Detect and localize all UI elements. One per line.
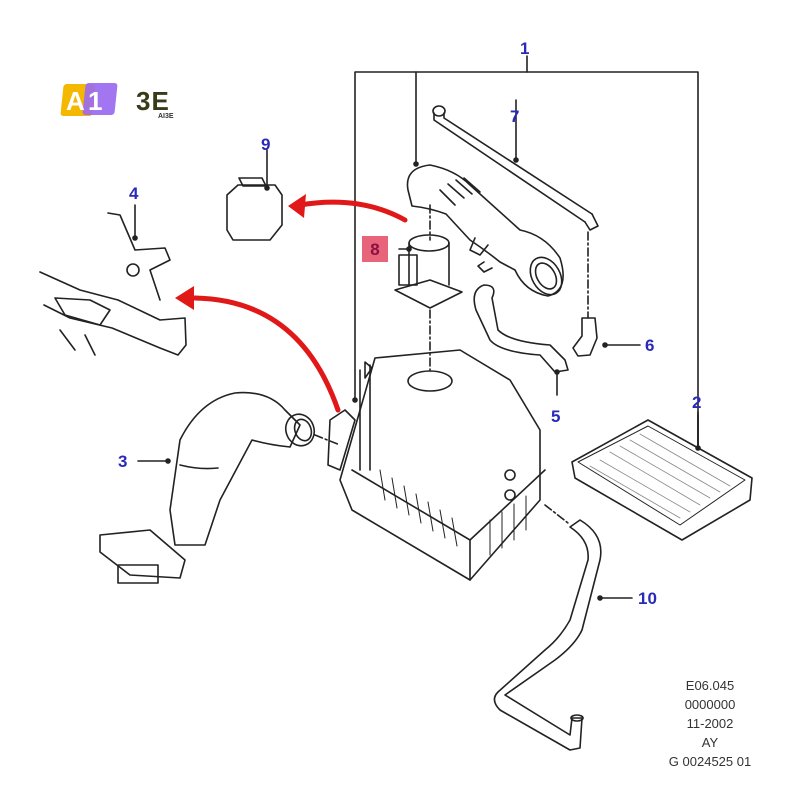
logo-letter-a: A [66,86,85,116]
air-cleaner-box-part [327,349,546,581]
drawing-date: 11-2002 [686,716,734,731]
callout-8-highlighted[interactable]: 8 [362,236,388,262]
drawing-code: E06.045 [685,678,735,693]
red-arrows [175,194,408,413]
intake-duct-part [99,391,341,584]
callout-6[interactable]: 6 [645,336,655,355]
leader-line-1 [352,55,701,451]
rubber-mount-part [226,149,283,241]
bracket-part [39,204,187,356]
logo-digit-1: 1 [88,86,103,116]
drawing-revision: AY [701,735,719,750]
drain-hose-part [493,504,633,751]
vent-pipe-part [432,99,599,231]
callout-9[interactable]: 9 [261,135,271,154]
arrow-head-mount [288,194,306,218]
air-filter-element-part [571,414,753,541]
callout-4[interactable]: 4 [129,184,139,203]
maf-sensor-part [394,204,463,371]
callout-3[interactable]: 3 [118,452,128,471]
callout-7[interactable]: 7 [510,107,520,126]
valve-connector-part [572,231,641,357]
logo-wordmark: 3E [136,86,170,116]
arrow-to-bracket [192,295,341,413]
drawing-info: E06.045 0000000 11-2002 AY G 0024525 01 [640,676,780,771]
brand-logo: A 1 3E AI3E [58,80,178,120]
breather-hose-part [473,284,569,396]
arrow-head-bracket [175,286,194,310]
logo-subtext: AI3E [158,113,174,120]
drawing-number: 0000000 [684,697,736,712]
callout-1[interactable]: 1 [520,39,530,58]
callout-5[interactable]: 5 [551,407,561,426]
callout-2[interactable]: 2 [692,393,702,412]
drawing-reference: G 0024525 01 [668,754,752,769]
callout-10[interactable]: 10 [638,589,657,608]
arrow-to-mount [297,199,408,223]
intake-hose-part [406,164,564,297]
